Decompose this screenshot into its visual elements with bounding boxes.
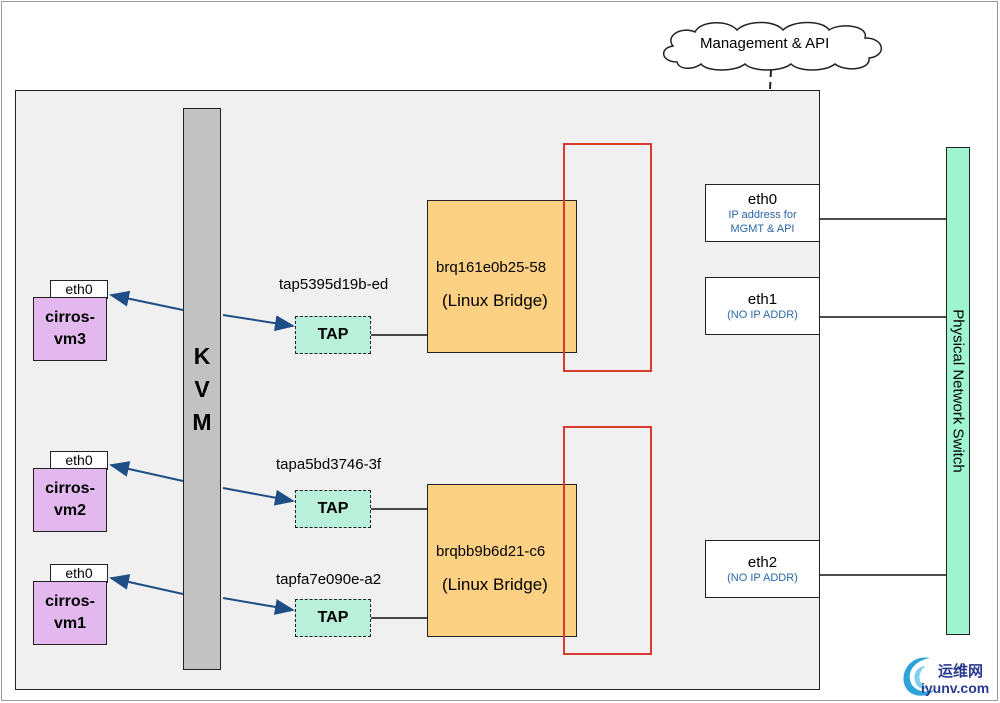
watermark-url: iyunv.com — [921, 680, 990, 696]
bridge-type: (Linux Bridge) — [442, 575, 548, 594]
watermark-logo-icon — [903, 657, 934, 696]
nic-eth1[interactable]: eth1 (NO IP ADDR) — [705, 277, 820, 335]
nic-desc: IP address for MGMT & API — [728, 209, 797, 235]
tap-device[interactable]: TAP — [295, 490, 371, 528]
nic-eth2[interactable]: eth2 (NO IP ADDR) — [705, 540, 820, 598]
nic-eth0[interactable]: eth0 IP address for MGMT & API — [705, 184, 820, 242]
management-cloud — [663, 21, 882, 71]
vlan-interface-box — [563, 143, 652, 372]
vlan-interface-box — [563, 426, 652, 655]
watermark-title: 运维网 — [938, 663, 984, 680]
compute-host — [15, 90, 820, 690]
vm-cirros-vm1[interactable]: cirros-vm1 — [33, 581, 107, 645]
vm1-eth0[interactable]: eth0 — [50, 564, 108, 583]
nic-name: eth1 — [747, 291, 778, 308]
linux-bridge-2[interactable]: brqbb9b6d21-c6 (Linux Bridge) — [427, 484, 577, 637]
management-label: Management & API — [700, 35, 830, 52]
vm-cirros-vm3[interactable]: cirros-vm3 — [33, 297, 107, 361]
nic-name: eth2 — [747, 554, 778, 571]
nic-name: eth0 — [747, 191, 778, 208]
switch-label: Physical Network Switch — [949, 309, 967, 473]
bridge-name: brq161e0b25-58 — [436, 259, 547, 276]
vm-cirros-vm2[interactable]: cirros-vm2 — [33, 468, 107, 532]
kvm-letter: M — [192, 408, 212, 435]
bridge-name: brqbb9b6d21-c6 — [436, 543, 546, 560]
nic-desc: (NO IP ADDR) — [727, 309, 798, 321]
kvm-bar: K V M — [183, 108, 221, 670]
physical-network-switch[interactable]: Physical Network Switch — [946, 147, 970, 635]
bridge-type: (Linux Bridge) — [442, 291, 548, 310]
linux-bridge-1[interactable]: brq161e0b25-58 (Linux Bridge) — [427, 200, 577, 353]
vm2-eth0[interactable]: eth0 — [50, 451, 108, 470]
tap-name: tapa5bd3746-3f — [276, 456, 382, 473]
tap-name: tap5395d19b-ed — [279, 276, 389, 293]
tap-name: tapfa7e090e-a2 — [276, 571, 382, 588]
nic-desc: (NO IP ADDR) — [727, 572, 798, 584]
kvm-letter: V — [194, 375, 210, 402]
tap-device[interactable]: TAP — [295, 316, 371, 354]
kvm-letter: K — [193, 342, 211, 369]
tap-device[interactable]: TAP — [295, 599, 371, 637]
